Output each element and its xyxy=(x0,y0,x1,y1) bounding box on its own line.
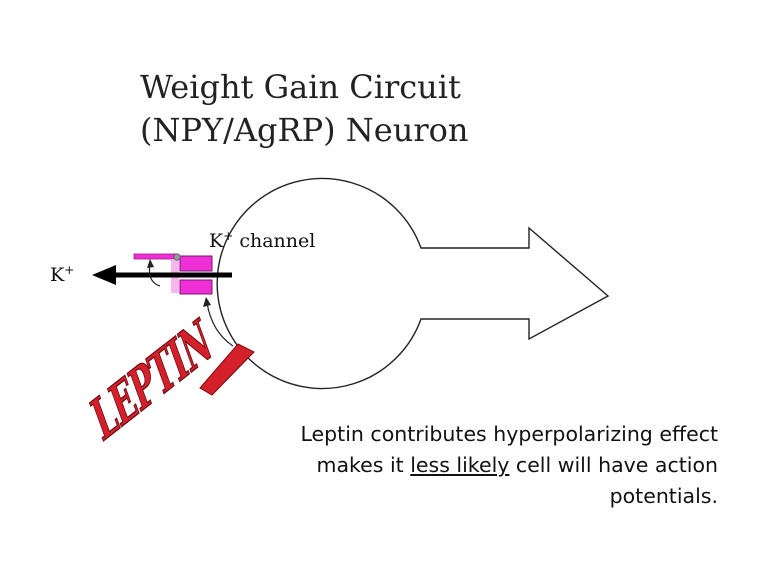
caption-line-2-start: makes it xyxy=(316,453,411,477)
gate-curved-arrowhead xyxy=(147,259,154,268)
channel-ion-symbol: K xyxy=(209,230,224,252)
caption-emphasis: less likely xyxy=(410,453,510,477)
potassium-channel-label: K+ channel xyxy=(209,229,315,252)
potassium-symbol: K xyxy=(50,264,65,286)
title-line-2: (NPY/AgRP) Neuron xyxy=(140,111,469,149)
channel-gate-bar xyxy=(133,253,177,260)
title-line-1: Weight Gain Circuit xyxy=(140,68,461,106)
explanation-caption: Leptin contributes hyperpolarizing effec… xyxy=(198,419,719,512)
channel-hinge-dot xyxy=(173,253,181,261)
leptin-signal-arrowhead xyxy=(203,297,211,307)
diagram-title: Weight Gain Circuit (NPY/AgRP) Neuron xyxy=(140,66,469,152)
caption-line-1: Leptin contributes hyperpolarizing effec… xyxy=(300,422,719,446)
channel-word: channel xyxy=(239,230,316,252)
leptin-signal-arrow xyxy=(206,302,234,347)
caption-line-2: makes it less likely cell will have acti… xyxy=(198,450,719,481)
caption-line-2-end: cell will have action xyxy=(509,453,718,477)
channel-upper-subunit xyxy=(179,255,213,272)
channel-ion-charge: + xyxy=(223,229,234,243)
potassium-efflux-arrow xyxy=(92,265,232,285)
potassium-ion-label: K+ xyxy=(50,263,74,286)
channel-lower-subunit xyxy=(179,279,213,295)
caption-line-3: potentials. xyxy=(609,484,718,508)
potassium-charge: + xyxy=(64,263,75,277)
neuron-outline xyxy=(216,177,610,390)
leptin-wedge xyxy=(199,343,255,396)
